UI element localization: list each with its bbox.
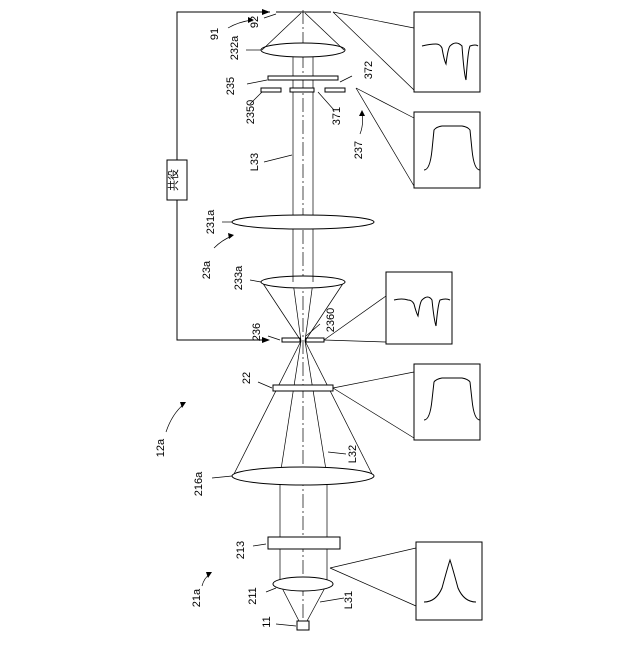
slit-2350-center (290, 88, 314, 92)
conjugate-arrow-bottom (262, 337, 270, 343)
leader-22 (258, 382, 272, 388)
leader-l33 (264, 155, 292, 162)
slit-236-right (306, 338, 324, 342)
leader-372 (340, 76, 352, 82)
leader-211 (266, 588, 276, 592)
beam-div-inner-right (305, 282, 313, 341)
leader-213 (253, 544, 266, 546)
label-235: 235 (225, 77, 237, 95)
leader-235 (247, 80, 267, 84)
arrow-12a (166, 404, 184, 432)
lens-233a (261, 276, 345, 288)
label-2350: 2350 (245, 100, 257, 124)
conjugate-bracket (177, 12, 270, 340)
arrow-237-head (359, 110, 365, 116)
leader-l31 (320, 598, 344, 602)
light-source-11 (297, 621, 309, 630)
inset-passband-237 (356, 88, 480, 188)
beam-div-left (262, 282, 301, 341)
label-213: 213 (235, 541, 247, 559)
leader-216a (212, 476, 232, 478)
leader-233a (250, 280, 261, 282)
label-21a: 21a (191, 588, 203, 607)
label-l31: L31 (343, 591, 355, 609)
slit-235 (268, 76, 338, 80)
leader-l32 (328, 452, 346, 454)
arrow-23a-head (228, 233, 234, 239)
label-l33: L33 (249, 153, 261, 171)
beam-l32-inner-right (305, 341, 327, 476)
label-231a: 231a (205, 209, 217, 234)
leader-2360 (306, 324, 320, 336)
slit-2350-right (325, 88, 345, 92)
label-11: 11 (261, 616, 273, 627)
conjugate-label: 共役 (166, 169, 180, 191)
filter-213 (268, 537, 340, 549)
leader-92 (264, 14, 276, 18)
inset-spectrum-92 (333, 12, 480, 92)
label-91: 91 (209, 28, 221, 40)
label-12a: 12a (155, 438, 167, 457)
label-22: 22 (241, 372, 253, 384)
label-23a: 23a (201, 260, 213, 279)
label-92: 92 (249, 16, 261, 28)
lens-232a (261, 43, 345, 57)
lens-231a (232, 215, 374, 229)
label-236: 236 (251, 323, 263, 341)
label-211: 211 (247, 587, 259, 605)
lens-216a (232, 467, 374, 485)
label-233a: 233a (233, 265, 245, 290)
leader-11 (276, 624, 296, 626)
inset-passband-22 (333, 364, 480, 440)
slit-236-left (282, 338, 300, 342)
conjugate-arrow-top (262, 9, 270, 15)
label-371: 371 (331, 107, 343, 125)
label-216a: 216a (193, 471, 205, 496)
leader-236 (268, 336, 280, 340)
label-2360: 2360 (325, 308, 337, 332)
slit-2350-left (261, 88, 281, 92)
label-232a: 232a (229, 35, 241, 60)
label-372: 372 (363, 61, 375, 79)
beam-div-inner-left (293, 282, 301, 341)
bandpass-filter-22 (273, 385, 333, 391)
beam-l32-right (305, 341, 373, 476)
label-l32: L32 (347, 445, 359, 463)
lens-211 (273, 577, 333, 591)
label-237: 237 (353, 141, 365, 159)
